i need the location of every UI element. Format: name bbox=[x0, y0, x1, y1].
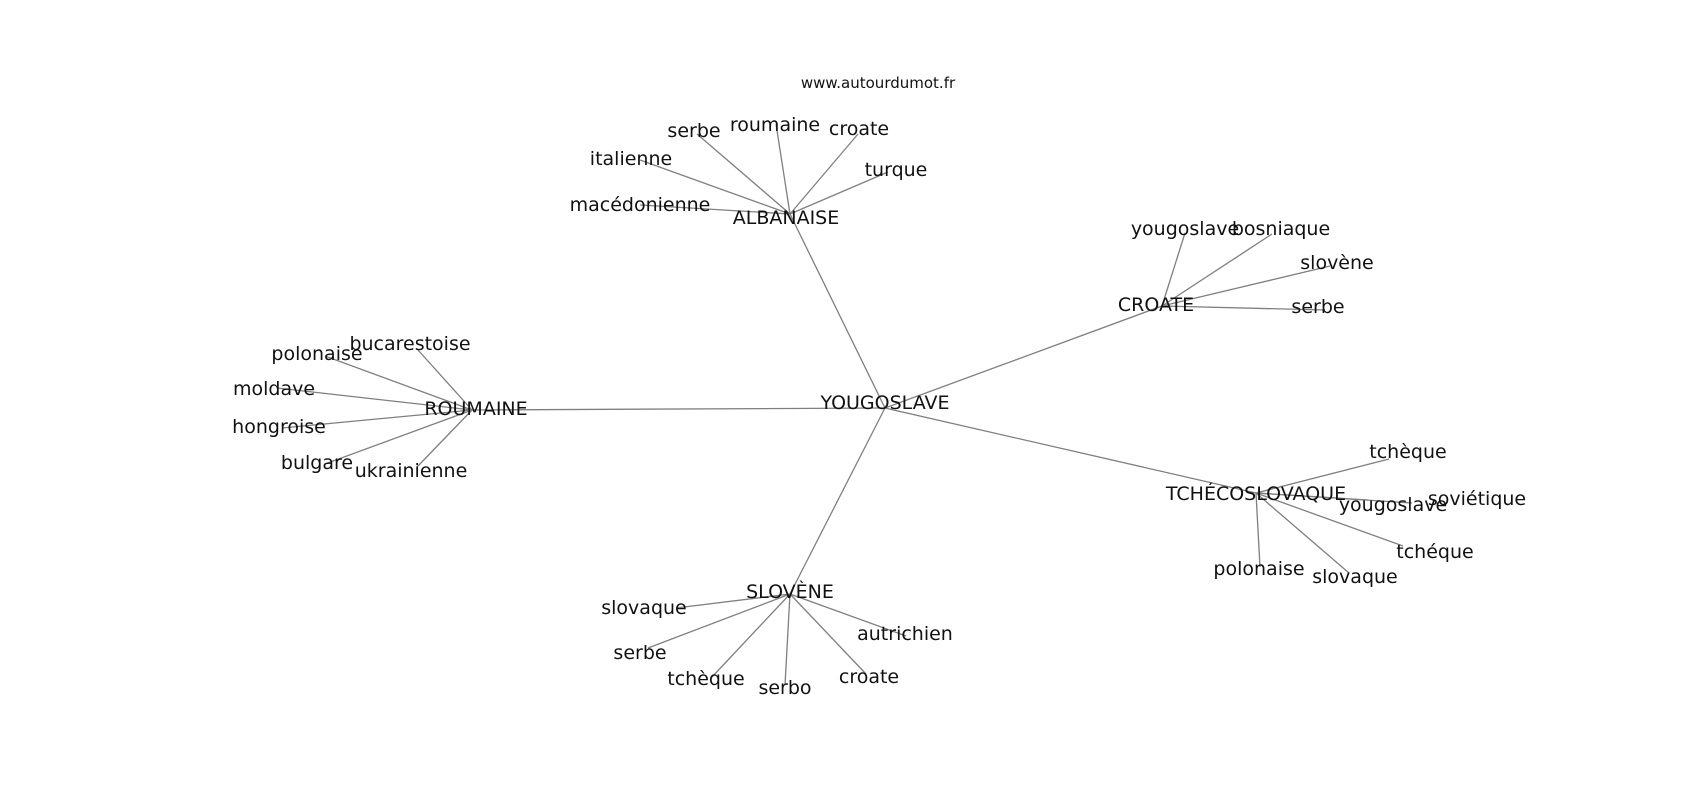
edge-tchecoslovaque-leaf bbox=[1255, 458, 1390, 494]
hub-node-croate: CROATE bbox=[1118, 294, 1194, 316]
leaf-node: tchèque bbox=[1369, 441, 1446, 463]
leaf-node: slovaque bbox=[601, 597, 686, 619]
leaf-node: ukrainienne bbox=[355, 460, 468, 482]
edge-tchecoslovaque-leaf bbox=[1255, 492, 1413, 504]
leaf-node: croate bbox=[829, 118, 889, 140]
edge-croate-leaf bbox=[1161, 305, 1326, 311]
leaf-node: slovaque bbox=[1312, 566, 1397, 588]
leaf-node: turque bbox=[865, 159, 928, 181]
leaf-node: moldave bbox=[233, 378, 315, 400]
leaf-node: slovène bbox=[1300, 252, 1373, 274]
leaf-node: macédonienne bbox=[570, 194, 711, 216]
leaf-node: bulgare bbox=[281, 452, 353, 474]
edge-slovene-leaf bbox=[784, 593, 791, 686]
edge-root-tchecoslovaque bbox=[884, 407, 1257, 494]
leaf-node: autrichien bbox=[857, 623, 953, 645]
edge-croate-leaf bbox=[1161, 232, 1186, 307]
edge-tchecoslovaque-leaf bbox=[1255, 492, 1261, 568]
edge-tchecoslovaque-leaf bbox=[1255, 492, 1350, 574]
edge-roumaine-leaf bbox=[324, 355, 473, 411]
leaf-node: croate bbox=[839, 666, 899, 688]
leaf-node: bucarestoise bbox=[349, 333, 470, 355]
hub-node-albanaise: ALBANAISE bbox=[733, 207, 840, 229]
labels-layer: ALBANAISE macédonienne italienne serbe rouma… bbox=[232, 114, 1526, 699]
site-watermark: www.autourdumot.fr bbox=[801, 74, 956, 92]
leaf-node: polonaise bbox=[1213, 558, 1304, 580]
leaf-node: serbe bbox=[667, 120, 720, 142]
edge-roumaine-leaf bbox=[324, 409, 473, 465]
leaf-node: bosniaque bbox=[1232, 218, 1330, 240]
leaf-node: tchéque bbox=[1396, 541, 1473, 563]
edge-tchecoslovaque-leaf bbox=[1255, 492, 1404, 547]
edge-root-croate bbox=[884, 305, 1163, 409]
edge-albanaise-leaf bbox=[696, 133, 791, 215]
edge-albanaise-leaf bbox=[639, 159, 791, 215]
leaf-node: roumaine bbox=[730, 114, 820, 136]
edge-albanaise-leaf bbox=[789, 171, 889, 215]
edge-albanaise-leaf bbox=[639, 204, 791, 215]
edge-roumaine-leaf bbox=[417, 349, 473, 411]
leaf-node: polonaise bbox=[271, 343, 362, 365]
edge-roumaine-leaf bbox=[276, 387, 473, 411]
edge-croate-leaf bbox=[1161, 233, 1273, 307]
hub-node-slovene: SLOVÈNE bbox=[746, 580, 834, 603]
edge-albanaise-leaf bbox=[775, 123, 791, 215]
leaf-node: yougoslave bbox=[1131, 218, 1239, 240]
edge-roumaine-leaf bbox=[416, 409, 473, 468]
edge-root-albanaise bbox=[789, 213, 886, 409]
edge-root-slovene bbox=[789, 407, 886, 595]
edge-slovene-leaf bbox=[789, 593, 867, 675]
leaf-node: serbe bbox=[1291, 296, 1344, 318]
leaf-node: serbo bbox=[758, 677, 811, 699]
hub-node-tchecoslovaque: TCHÉCOSLOVAQUE bbox=[1165, 482, 1346, 505]
edge-root-roumaine bbox=[471, 407, 886, 411]
leaf-node: soviétique bbox=[1428, 488, 1526, 510]
leaf-node: serbe bbox=[613, 642, 666, 664]
hub-node-roumaine: ROUMAINE bbox=[424, 398, 527, 420]
edge-albanaise-leaf bbox=[789, 133, 859, 215]
leaf-node: italienne bbox=[590, 148, 672, 170]
leaf-node: yougoslave bbox=[1339, 494, 1447, 516]
edge-slovene-leaf bbox=[647, 593, 791, 649]
edge-croate-leaf bbox=[1161, 265, 1331, 307]
leaf-node: tchèque bbox=[667, 668, 744, 690]
edge-slovene-leaf bbox=[675, 593, 791, 609]
edges-layer bbox=[276, 123, 1413, 686]
edge-slovene-leaf bbox=[711, 593, 791, 678]
edge-slovene-leaf bbox=[789, 593, 907, 637]
leaf-node: hongroise bbox=[232, 416, 326, 438]
edge-roumaine-leaf bbox=[281, 409, 473, 429]
root-node: YOUGOSLAVE bbox=[820, 392, 950, 414]
